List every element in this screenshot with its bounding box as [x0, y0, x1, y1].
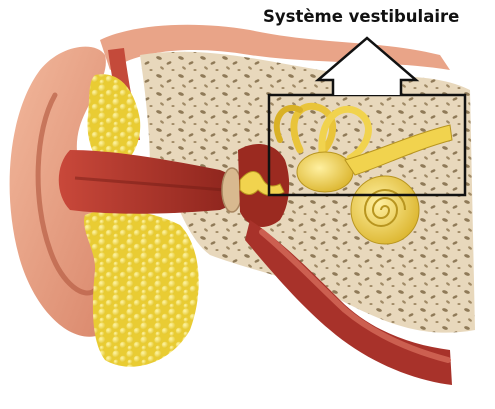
vestibular-system-label: Système vestibulaire [263, 7, 493, 26]
vestibule [297, 152, 353, 192]
fat-tissue-lower [84, 210, 199, 367]
cochlea [351, 176, 419, 244]
